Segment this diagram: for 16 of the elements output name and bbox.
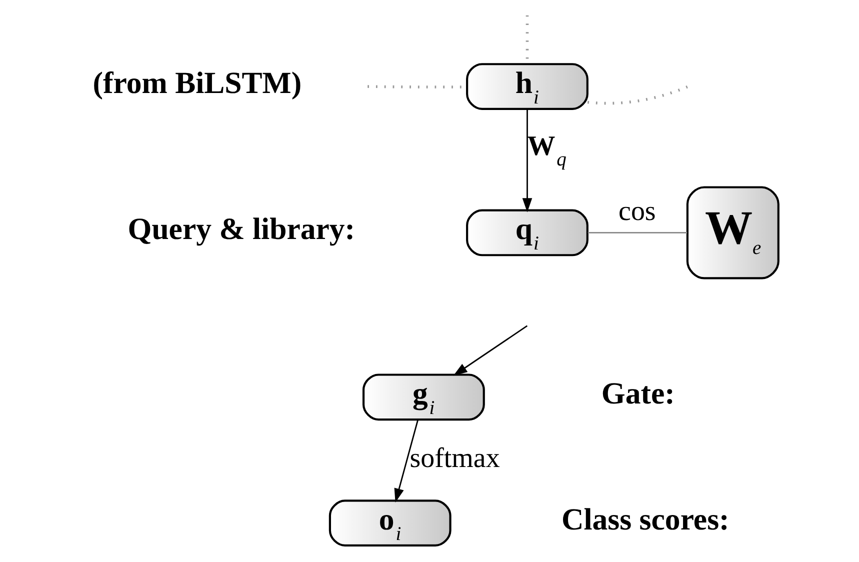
connector (587, 232, 687, 234)
label: Gate: (600, 376, 674, 411)
node-box: o$_{i}$ (328, 500, 451, 546)
edge-label: softmax (409, 443, 500, 474)
arrow (452, 325, 528, 376)
edge-label: cos (618, 196, 656, 228)
arrow (394, 420, 418, 502)
node-box: W$_{e}$ (686, 186, 779, 280)
node-box: g$_{i}$ (362, 374, 484, 421)
label: Query & library: (127, 212, 355, 246)
label: Class scores: (561, 502, 729, 536)
arrow (522, 109, 532, 212)
node-box: q$_{i}$ (466, 209, 588, 256)
label: (from BiLSTM) (92, 66, 302, 100)
connector (586, 86, 688, 105)
node-box: h$_{i}$ (466, 63, 588, 110)
